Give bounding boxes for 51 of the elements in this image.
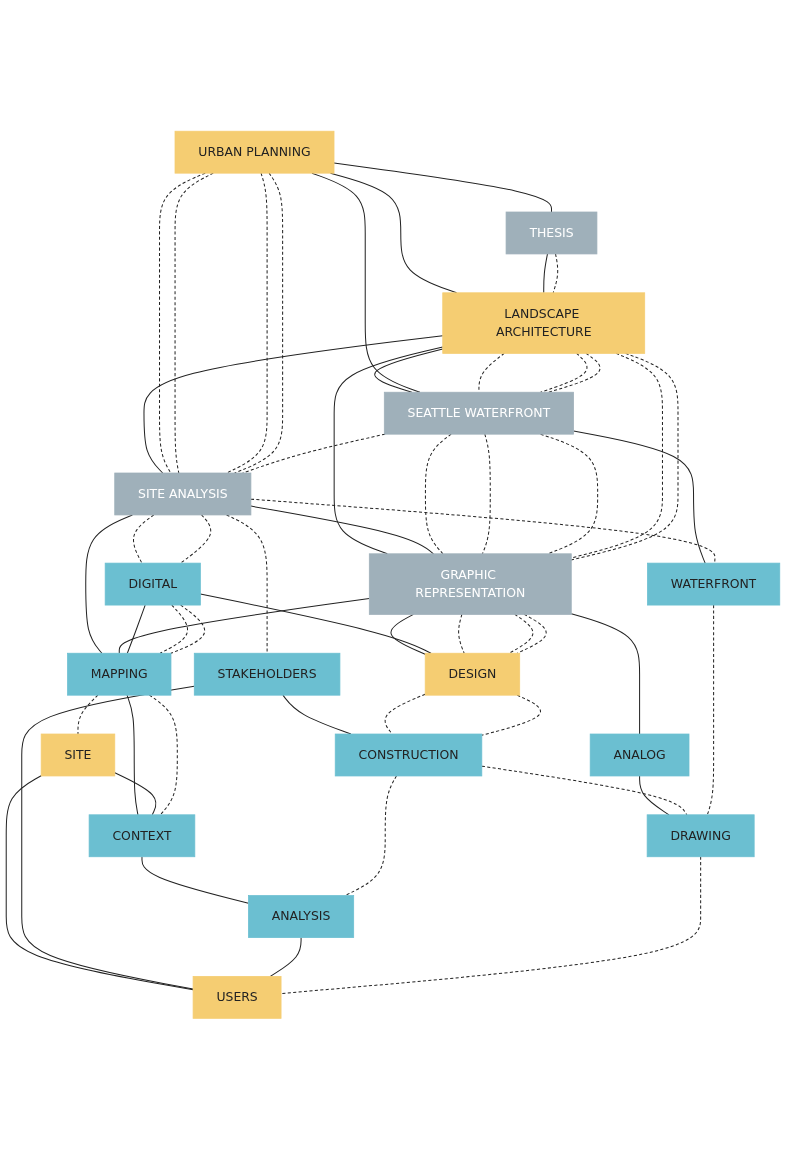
node-box: ANALYSIS — [248, 894, 355, 938]
connector — [143, 334, 444, 474]
node-box: MAPPING — [67, 652, 172, 696]
connector — [21, 685, 195, 990]
node-box: WATERFRONT — [647, 562, 781, 606]
connector — [269, 936, 302, 977]
node-box: URBAN PLANNING — [174, 130, 335, 174]
node-box: STAKEHOLDERS — [193, 652, 341, 696]
connector — [481, 765, 688, 816]
connector — [333, 346, 444, 555]
connector — [159, 172, 206, 474]
connector — [481, 694, 541, 736]
node-box: USERS — [192, 975, 282, 1019]
connector — [226, 172, 268, 474]
node-box: DIGITAL — [104, 562, 201, 606]
connector — [552, 253, 559, 293]
node-box: DESIGN — [424, 652, 521, 696]
node-box: SEATTLE WATERFRONT — [383, 391, 574, 435]
node-box: DRAWING — [646, 814, 755, 857]
connector — [148, 694, 178, 816]
connector — [126, 694, 139, 816]
node-box: GRAPHIC REPRESENTATION — [368, 553, 572, 615]
connector — [5, 774, 194, 990]
node-box: SITE — [40, 733, 116, 777]
connector — [133, 514, 155, 564]
connector — [639, 775, 670, 816]
connector — [540, 433, 599, 555]
connector — [250, 505, 434, 555]
connector — [114, 771, 157, 816]
connector — [390, 613, 426, 655]
connector — [170, 604, 206, 654]
connector — [543, 253, 548, 293]
node-box: THESIS — [505, 211, 598, 255]
connector — [573, 430, 706, 564]
connector — [333, 162, 552, 213]
connector — [174, 172, 214, 474]
connector — [141, 855, 249, 904]
node-box: SITE ANALYSIS — [114, 472, 252, 516]
connector — [85, 514, 133, 654]
connector — [226, 514, 268, 654]
node-box: LANDSCAPE ARCHITECTURE — [442, 292, 646, 354]
connector — [374, 348, 444, 393]
connector — [570, 612, 641, 735]
node-box: CONSTRUCTION — [334, 733, 483, 777]
node-box: ANALOG — [589, 733, 690, 777]
connector — [384, 693, 426, 735]
connector — [250, 498, 716, 564]
connector — [118, 597, 370, 654]
connector — [126, 604, 146, 654]
node-box: CONTEXT — [88, 814, 196, 857]
connector — [280, 855, 702, 994]
